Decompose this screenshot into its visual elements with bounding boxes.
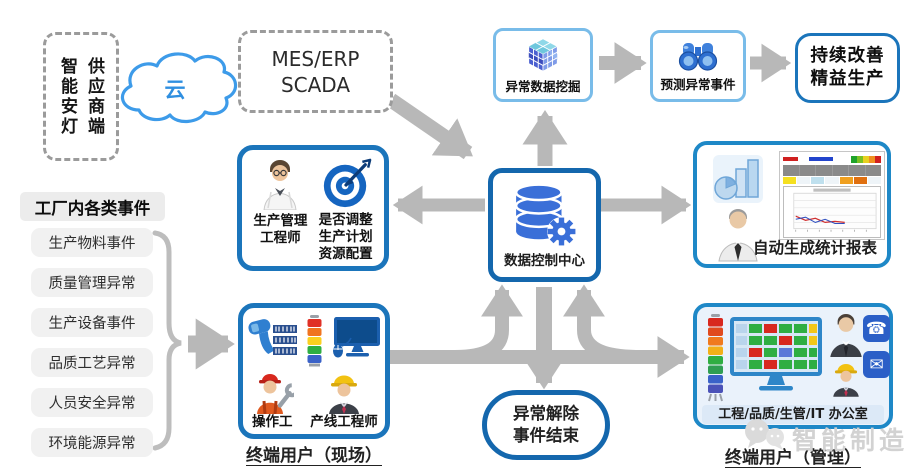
barcode-scanner-icon <box>247 319 297 355</box>
binoculars-icon <box>678 42 718 71</box>
event-item-quality-mgmt: 质量管理异常 <box>31 268 153 297</box>
decision-line1: 是否调整 <box>318 212 373 228</box>
report-header-row <box>783 155 881 163</box>
report-table-header <box>783 165 881 176</box>
report-line-chart <box>783 186 881 238</box>
operator-column: 操作工 <box>250 370 295 431</box>
arrow-mes-to-center <box>386 93 473 160</box>
mail-glyph: ✉ <box>869 354 884 375</box>
target-dart-icon <box>323 158 371 208</box>
mes-line1: MES/ERP <box>271 46 360 71</box>
field-devices-row <box>247 315 382 367</box>
predict-label: 预测异常事件 <box>660 76 736 92</box>
phone-icon: ☎ <box>863 315 890 342</box>
report-box: 自动生成统计报表 <box>693 141 891 268</box>
predict-box: 预测异常事件 <box>650 30 746 102</box>
operator-label: 操作工 <box>252 414 293 430</box>
event-item-process: 品质工艺异常 <box>31 348 153 377</box>
arrow-field-branch-up <box>454 284 523 364</box>
report-label: 自动生成统计报表 <box>752 239 877 257</box>
event-item-environment: 环境能源异常 <box>31 428 153 457</box>
decision-column: 是否调整 生产计划 资源配置 <box>319 158 373 266</box>
field-users-box: 操作工 产线工程师 <box>238 303 390 439</box>
andon-column: 智能安灯 <box>57 56 77 137</box>
analyst-icon <box>718 209 758 262</box>
businessman-icon <box>830 314 862 357</box>
report-table-row <box>783 177 881 184</box>
data-control-center-box: 数据控制中心 <box>488 168 601 282</box>
report-thumbnail <box>779 151 885 240</box>
chat-bubbles-icon <box>745 419 784 450</box>
phone-glyph: ☎ <box>865 318 888 339</box>
mail-icon: ✉ <box>863 351 890 378</box>
event-item-material: 生产物料事件 <box>31 228 153 257</box>
mgmt-users-box: ☎ ✉ 工程/品质/生管/IT 办公室 <box>693 303 893 429</box>
heat-legend <box>851 155 881 163</box>
cloud-icon: 云 <box>120 52 238 123</box>
database-gear-icon <box>514 182 576 246</box>
end-event-box: 异常解除 事件结束 <box>482 390 610 460</box>
status-board-icon <box>730 317 822 391</box>
mgmt-users-caption: 终端用户（管理） <box>725 448 861 468</box>
engineer-icon <box>263 160 297 210</box>
field-people-row: 操作工 产线工程师 <box>250 370 378 431</box>
arrow-mgmt-branch-up <box>563 284 641 364</box>
end-event-line1: 异常解除 <box>513 403 579 423</box>
end-event-line2: 事件结束 <box>513 426 579 445</box>
mgmt-engineer-icon <box>833 363 859 397</box>
helmet-engineer-icon <box>329 375 359 414</box>
chart-icon <box>713 155 763 203</box>
cloud-label: 云 <box>165 78 186 102</box>
office-label: 工程/品质/生管/IT 办公室 <box>702 405 884 424</box>
line-engineer-column: 产线工程师 <box>310 370 378 431</box>
production-role-line2: 工程师 <box>260 229 301 246</box>
supplier-andon-box: 供应商端 智能安灯 <box>43 32 119 161</box>
data-center-label: 数据控制中心 <box>504 252 585 269</box>
decision-line2: 生产计划 <box>318 228 373 245</box>
anomaly-mining-box: 异常数据挖掘 <box>493 28 593 102</box>
production-engineer-column: 生产管理 工程师 <box>253 158 307 266</box>
event-item-equipment: 生产设备事件 <box>31 308 153 337</box>
decision-line3: 资源配置 <box>318 245 373 262</box>
andon-tower-icon <box>307 315 321 367</box>
supplier-column: 供应商端 <box>84 56 104 137</box>
event-item-safety: 人员安全异常 <box>31 388 153 417</box>
watermark-text: 智能制造 <box>792 426 908 455</box>
improve-line2: 精益生产 <box>810 69 885 89</box>
andon-tower-tall-icon <box>708 314 723 402</box>
mes-line2: SCADA <box>280 72 351 97</box>
anomaly-mining-label: 异常数据挖掘 <box>505 78 581 94</box>
worker-wrench-icon <box>257 374 295 414</box>
events-brace <box>152 230 182 451</box>
mes-scada-box: MES/ERP SCADA <box>238 30 393 113</box>
line-engineer-label: 产线工程师 <box>310 414 378 430</box>
monitor-icon <box>332 317 380 358</box>
production-mgmt-box: 生产管理 工程师 是否调整 生产计划 资源配置 <box>237 145 389 271</box>
production-role-line1: 生产管理 <box>253 213 308 229</box>
improve-box: 持续改善 精益生产 <box>795 33 900 103</box>
improve-line1: 持续改善 <box>810 46 885 67</box>
field-users-caption: 终端用户（现场） <box>246 446 382 466</box>
events-title: 工厂内各类事件 <box>20 192 165 221</box>
supplier-andon-vertical-text: 供应商端 智能安灯 <box>53 57 109 137</box>
cube-icon <box>527 37 559 72</box>
